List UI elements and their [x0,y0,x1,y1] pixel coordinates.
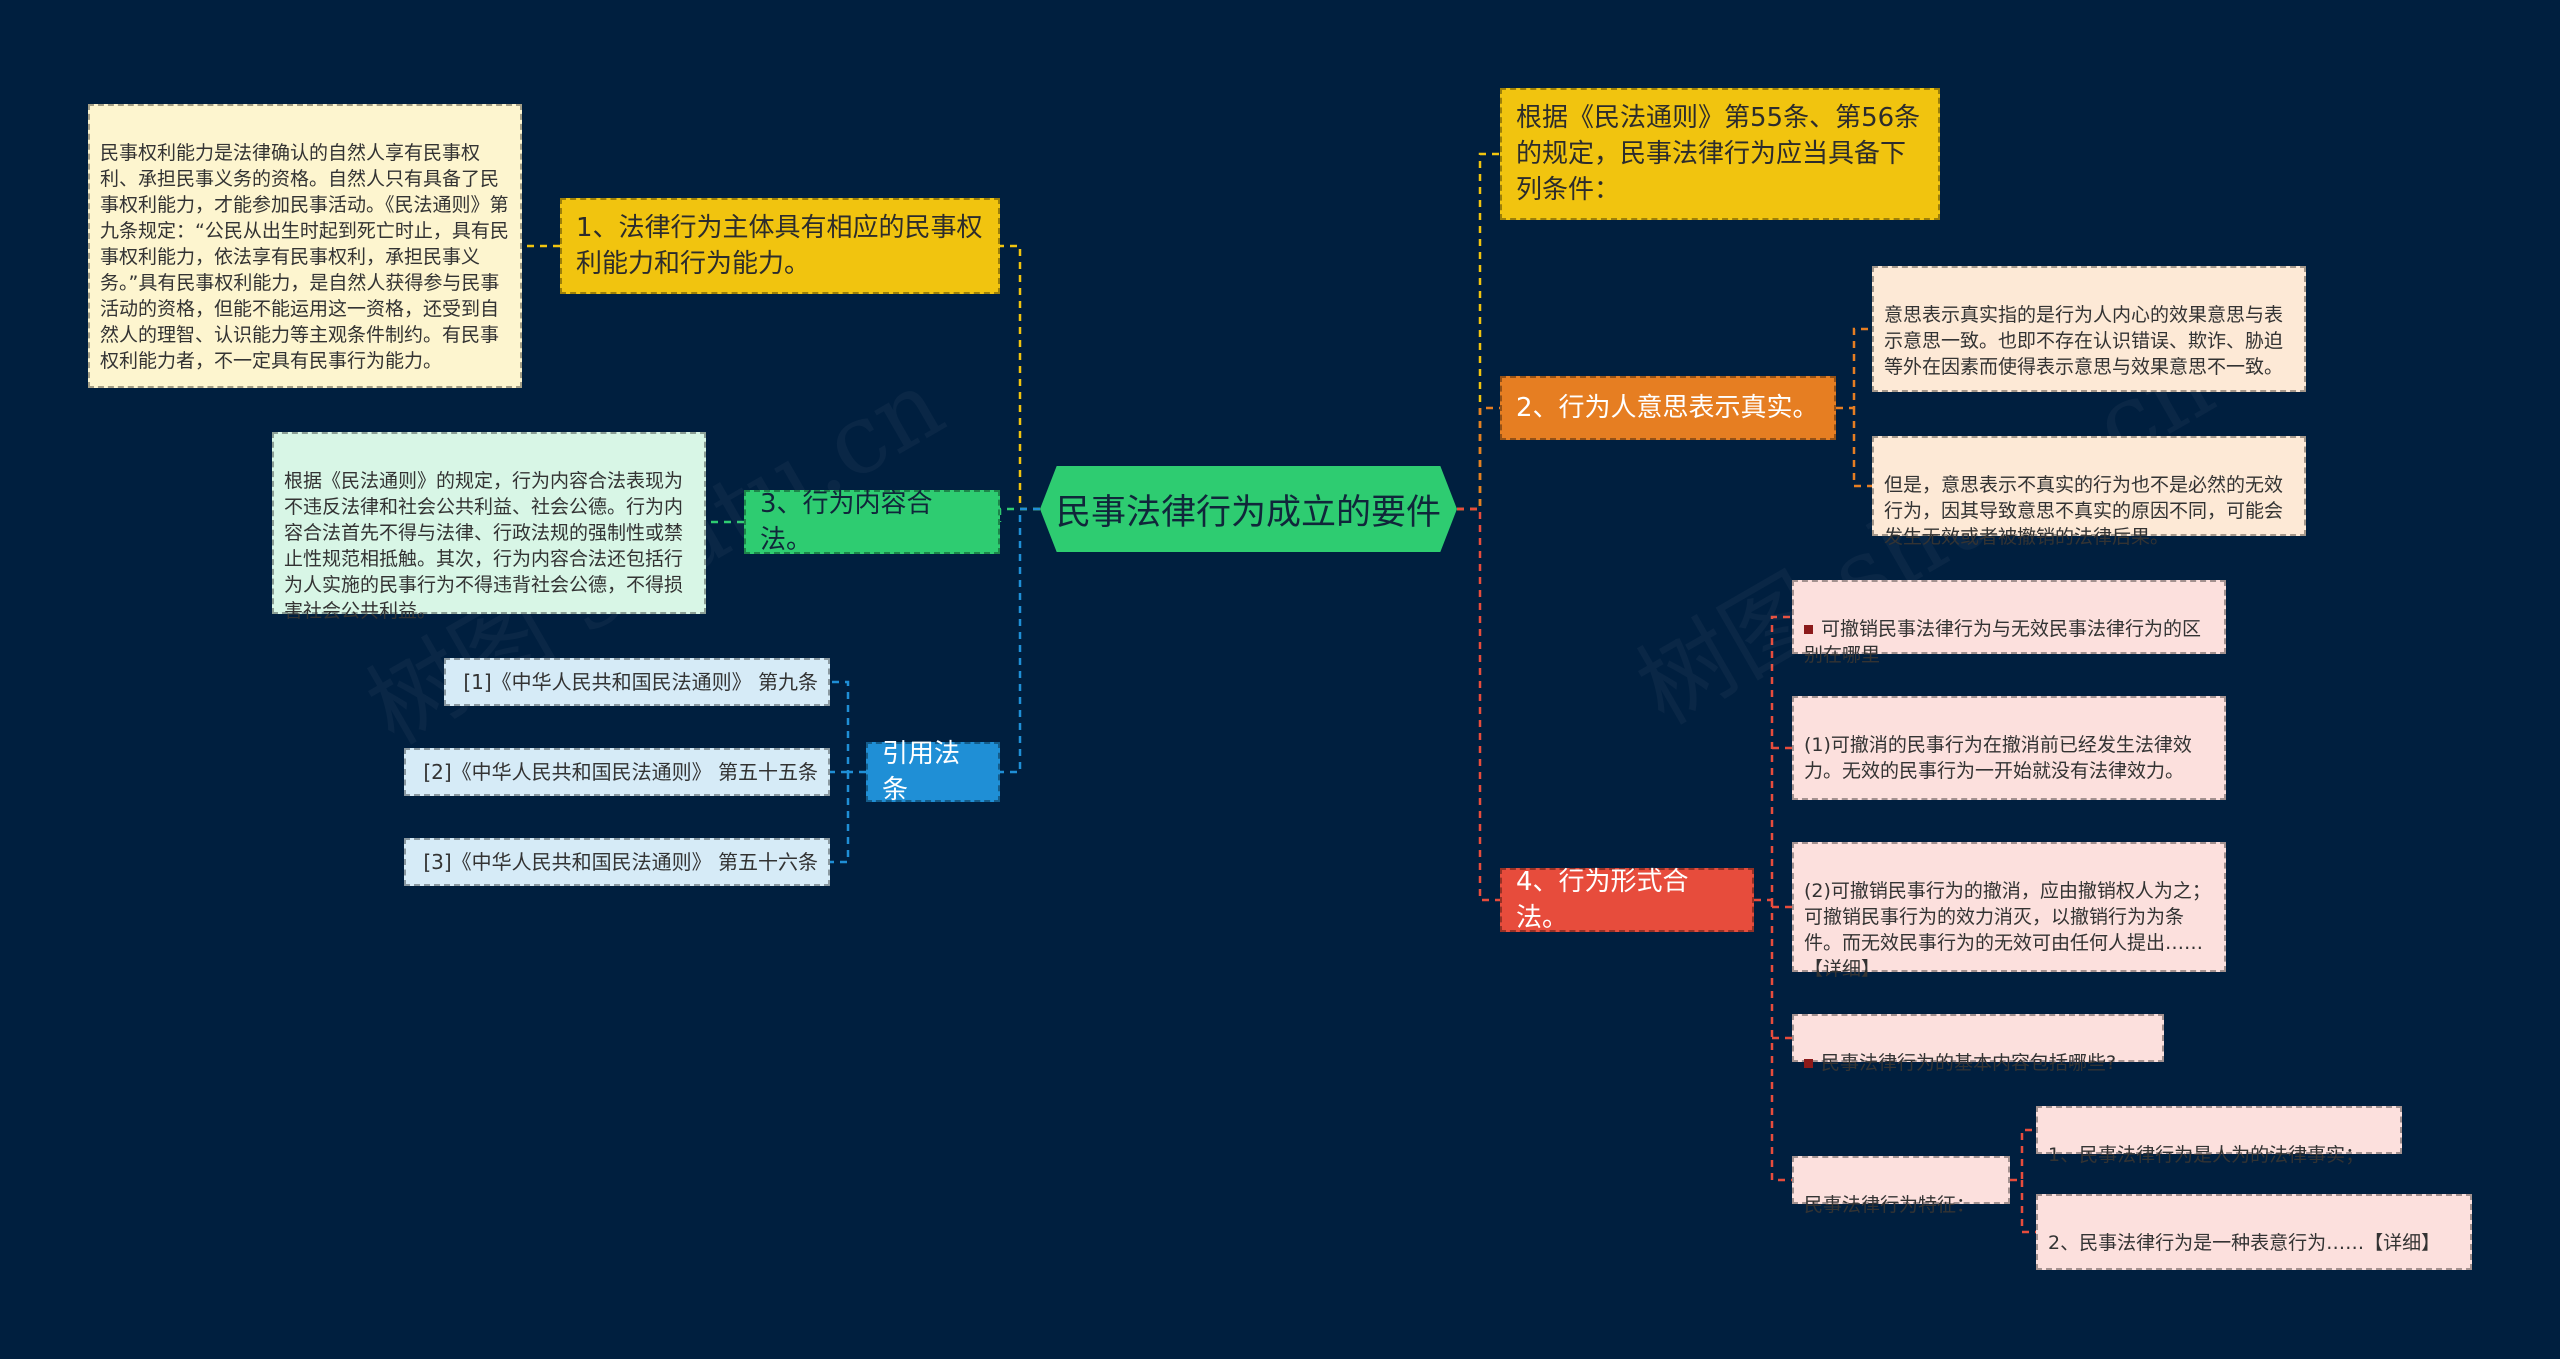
note-civil-capacity[interactable]: 民事权利能力是法律确认的自然人享有民事权利、承担民事义务的资格。自然人只有具备了… [88,104,522,388]
link-features-items [2010,1128,2036,1234]
topic-content-legal-label: 3、行为内容合法。 [760,489,933,555]
note-true-intention-text: 意思表示真实指的是行为人内心的效果意思与表示意思一致。也即不存在认识错误、欺诈、… [1884,304,2284,378]
bullet-icon [1804,625,1813,634]
note-revocation-condition[interactable]: (2)可撤销民事行为的撤消，应由撤销权人为之；可撤销民事行为的效力消灭，以撤销行… [1792,842,2226,980]
central-topic-label: 民事法律行为成立的要件 [1055,492,1441,533]
cited-law-item-text: [1]《中华人民共和国民法通则》 第九条 [463,670,818,694]
link-central-topic4 [1457,507,1500,902]
topic-subject-capacity-label: 1、法律行为主体具有相应的民事权利能力和行为能力。 [576,213,983,279]
link-central-topic1 [1000,244,1040,511]
cited-law-item[interactable]: [1]《中华人民共和国民法通则》 第九条 [444,658,830,706]
note-content-legal-text: 根据《民法通则》的规定，行为内容合法表现为不违反法律和社会公共利益、社会公德。行… [284,470,684,622]
topic-intro-label: 根据《民法通则》第55条、第56条的规定，民事法律行为应当具备下列条件： [1516,103,1921,205]
topic-true-intention-label: 2、行为人意思表示真实。 [1516,393,1819,423]
link-refs-items [830,680,866,864]
cited-law-item[interactable]: [2]《中华人民共和国民法通则》 第五十五条 [404,748,830,796]
topic-form-legal-label: 4、行为形式合法。 [1516,867,1689,933]
link-topic2-notes [1836,327,1872,488]
cited-law-item[interactable]: [3]《中华人民共和国民法通则》 第五十六条 [404,838,830,886]
topic-features[interactable]: 民事法律行为特征： [1792,1156,2010,1216]
note-revocable-effect-text: (1)可撤消的民事行为在撤消前已经发生法律效力。无效的民事行为一开始就没有法律效… [1804,734,2192,782]
question-basic-content-text: 民事法律行为的基本内容包括哪些? [1821,1052,2117,1074]
cited-law-item-text: [2]《中华人民共和国民法通则》 第五十五条 [423,760,818,784]
feature-item-text: 1、民事法律行为是人为的法律事实； [2048,1144,2365,1166]
topic-content-legal[interactable]: 3、行为内容合法。 [744,489,1000,555]
question-revocable-vs-void-text: 可撤销民事法律行为与无效民事法律行为的区别在哪里 [1804,618,2202,666]
topic-true-intention[interactable]: 2、行为人意思表示真实。 [1500,376,1836,440]
link-central-topic2 [1457,406,1500,511]
note-not-void[interactable]: 但是，意思表示不真实的行为也不是必然的无效行为，因其导致意思不真实的原因不同，可… [1872,436,2306,548]
topic-features-label: 民事法律行为特征： [1804,1194,1976,1216]
link-central-refs [1000,507,1040,774]
bullet-icon [1804,1059,1813,1068]
topic-cited-laws-label: 引用法条 [882,739,961,805]
question-basic-content[interactable]: 民事法律行为的基本内容包括哪些? [1792,1014,2164,1074]
cited-law-item-text: [3]《中华人民共和国民法通则》 第五十六条 [423,850,818,874]
topic-intro[interactable]: 根据《民法通则》第55条、第56条的规定，民事法律行为应当具备下列条件： [1500,88,1940,220]
note-content-legal[interactable]: 根据《民法通则》的规定，行为内容合法表现为不违反法律和社会公共利益、社会公德。行… [272,432,706,622]
topic-subject-capacity[interactable]: 1、法律行为主体具有相应的民事权利能力和行为能力。 [560,198,1000,294]
feature-item[interactable]: 1、民事法律行为是人为的法律事实； [2036,1106,2402,1166]
topic-cited-laws[interactable]: 引用法条 [866,739,1000,805]
note-true-intention[interactable]: 意思表示真实指的是行为人内心的效果意思与表示意思一致。也即不存在认识错误、欺诈、… [1872,266,2306,392]
note-civil-capacity-text: 民事权利能力是法律确认的自然人享有民事权利、承担民事义务的资格。自然人只有具备了… [100,142,509,372]
question-revocable-vs-void[interactable]: 可撤销民事法律行为与无效民事法律行为的区别在哪里 [1792,580,2226,666]
link-central-intro [1457,152,1500,511]
feature-item-text: 2、民事法律行为是一种表意行为……【详细】 [2048,1232,2441,1254]
note-not-void-text: 但是，意思表示不真实的行为也不是必然的无效行为，因其导致意思不真实的原因不同，可… [1884,474,2284,548]
feature-item[interactable]: 2、民事法律行为是一种表意行为……【详细】 [2036,1194,2472,1270]
link-topic4-notes [1754,615,1792,1182]
central-topic[interactable]: 民事法律行为成立的要件 [1040,466,1457,552]
topic-form-legal[interactable]: 4、行为形式合法。 [1500,867,1754,933]
note-revocation-condition-text: (2)可撤销民事行为的撤消，应由撤销权人为之；可撤销民事行为的效力消灭，以撤销行… [1804,880,2211,980]
note-revocable-effect[interactable]: (1)可撤消的民事行为在撤消前已经发生法律效力。无效的民事行为一开始就没有法律效… [1792,696,2226,800]
